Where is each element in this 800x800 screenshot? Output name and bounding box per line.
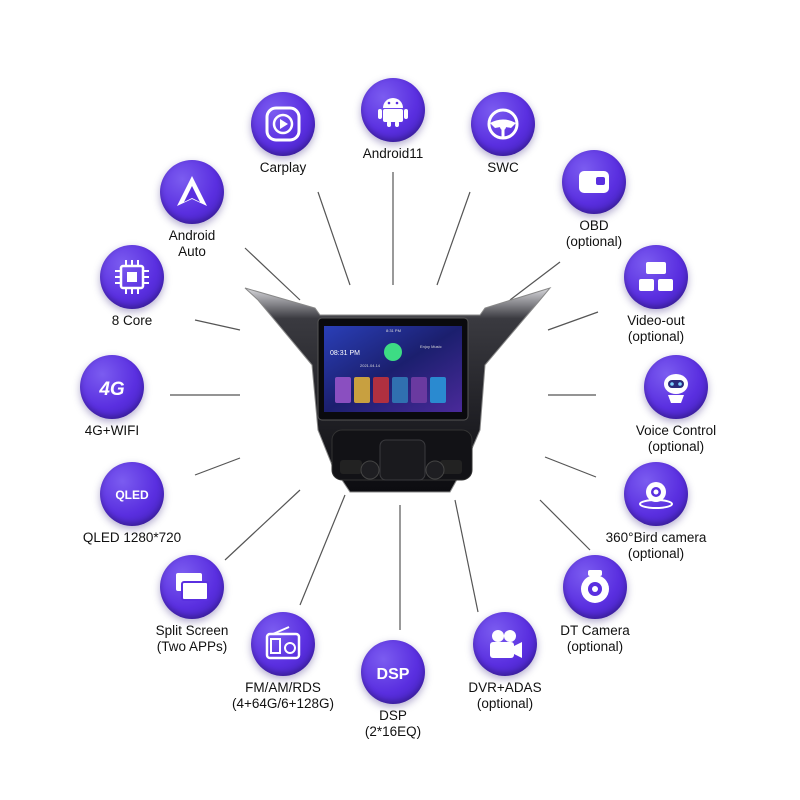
android-icon	[361, 78, 425, 142]
feature-label: DVR+ADAS(optional)	[430, 680, 580, 712]
feature-dtcam: DT Camera(optional)	[520, 555, 670, 655]
feature-swc: SWC	[428, 92, 578, 176]
feature-split: Split Screen(Two APPs)	[117, 555, 267, 655]
feature-label: Android11	[318, 146, 468, 162]
feature-label: 4G+WIFI	[37, 423, 187, 439]
feature-label: QLED 1280*720	[57, 530, 207, 546]
feature-label: Carplay	[208, 160, 358, 176]
feature-android: Android11	[318, 78, 468, 162]
dsp-icon-text: DSP	[377, 666, 410, 683]
feature-label-line2: (optional)	[627, 329, 685, 344]
feature-label: Voice Control(optional)	[601, 423, 751, 455]
carplay-icon	[251, 92, 315, 156]
feature-label: Video-out(optional)	[581, 313, 731, 345]
feature-label: 8 Core	[57, 313, 207, 329]
feature-label-line2: (optional)	[476, 696, 534, 711]
screen-status-time: 8:31 PM	[386, 328, 401, 333]
chip-icon	[100, 245, 164, 309]
screen-music-title: Enjoy Music	[420, 344, 442, 349]
feature-label-line1: 4G+WIFI	[84, 423, 140, 438]
4g-icon-text: 4G	[98, 379, 125, 400]
4g-icon: 4G	[80, 355, 144, 419]
feature-core: 8 Core	[57, 245, 207, 329]
qled-icon: QLED	[100, 462, 164, 526]
feature-label: Split Screen(Two APPs)	[117, 623, 267, 655]
feature-4g: 4G 4G+WIFI	[37, 355, 187, 439]
feature-label: FM/AM/RDS(4+64G/6+128G)	[208, 680, 358, 712]
feature-label-line1: Voice Control	[635, 423, 717, 438]
radio-icon	[251, 612, 315, 676]
android-auto-icon	[160, 160, 224, 224]
feature-label-line1: Android11	[362, 146, 424, 161]
feature-label: DT Camera(optional)	[520, 623, 670, 655]
feature-label-line2: Auto	[178, 244, 206, 259]
screen-date: 2021.04.14	[360, 363, 381, 368]
feature-label-line1: 360°Bird camera	[605, 530, 707, 545]
split-screen-icon	[160, 555, 224, 619]
feature-bird: 360°Bird camera(optional)	[581, 462, 731, 562]
feature-label-line1: Android	[168, 228, 216, 243]
camera-360-icon	[624, 462, 688, 526]
feature-label-line2: (optional)	[627, 546, 685, 561]
qled-icon-text: QLED	[115, 488, 149, 502]
obd-icon	[562, 150, 626, 214]
feature-dvr: DVR+ADAS(optional)	[430, 612, 580, 712]
feature-label-line1: DVR+ADAS	[468, 680, 542, 695]
feature-label-line2: (4+64G/6+128G)	[231, 696, 335, 711]
screen-clock: 08:31 PM	[330, 350, 360, 357]
feature-label-line1: QLED 1280*720	[82, 530, 182, 545]
feature-label-line1: DSP	[379, 708, 407, 723]
robot-icon	[644, 355, 708, 419]
feature-label-line1: 8 Core	[111, 313, 153, 328]
dt-camera-icon	[563, 555, 627, 619]
feature-label: SWC	[428, 160, 578, 176]
feature-label-line1: Carplay	[259, 160, 307, 175]
feature-label-line1: Video-out	[627, 313, 685, 328]
feature-label-line2: (optional)	[566, 639, 624, 654]
feature-label-line1: DT Camera	[560, 623, 630, 638]
feature-label-line2: (optional)	[647, 439, 705, 454]
feature-label-line1: OBD	[579, 218, 609, 233]
feature-label-line2: (optional)	[565, 234, 623, 249]
feature-label-line1: FM/AM/RDS	[245, 680, 321, 695]
feature-obd: OBD(optional)	[519, 150, 669, 250]
feature-label: OBD(optional)	[519, 218, 669, 250]
feature-voice: Voice Control(optional)	[601, 355, 751, 455]
feature-label-line1: SWC	[487, 160, 519, 175]
feature-carplay: Carplay	[208, 92, 358, 176]
feature-label-line2: (2*16EQ)	[364, 724, 422, 739]
feature-label: 360°Bird camera(optional)	[581, 530, 731, 562]
dvr-camera-icon	[473, 612, 537, 676]
feature-label-line2: (Two APPs)	[156, 639, 228, 654]
feature-fm: FM/AM/RDS(4+64G/6+128G)	[208, 612, 358, 712]
steering-wheel-icon	[471, 92, 535, 156]
feature-label: DSP(2*16EQ)	[318, 708, 468, 740]
car-stereo-unit: 08:31 PM 8:31 PM 2021.04.14 Enjoy Music	[244, 287, 552, 493]
feature-qled: QLED QLED 1280*720	[57, 462, 207, 546]
video-out-icon	[624, 245, 688, 309]
feature-videoout: Video-out(optional)	[581, 245, 731, 345]
dsp-icon: DSP	[361, 640, 425, 704]
feature-label-line1: Split Screen	[155, 623, 229, 638]
